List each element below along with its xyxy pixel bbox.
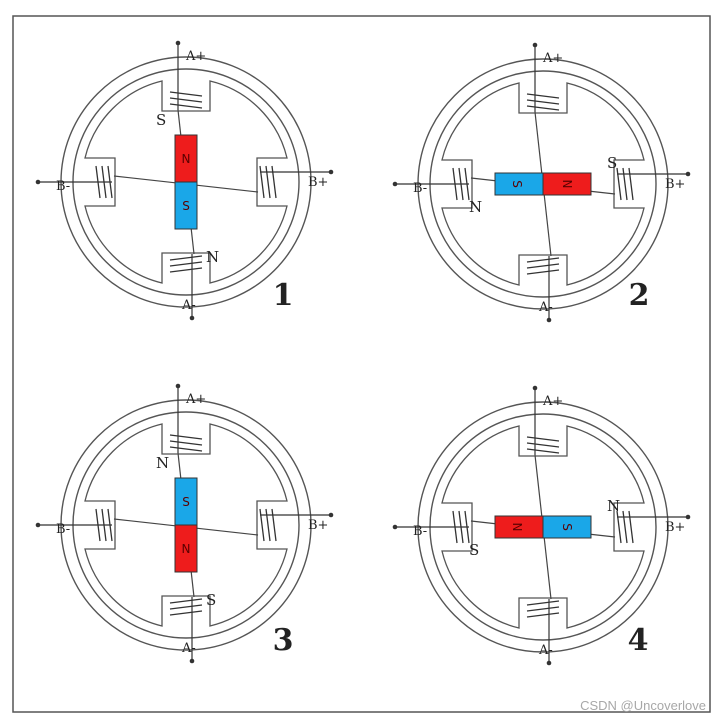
stator-pole-label-left: S (469, 541, 479, 559)
pin-label-b-plus: B+ (308, 518, 328, 533)
motor-diagram-3: A+ A- B- B+ S N N S 3 (34, 383, 334, 664)
magnet-pole-bottom (174, 524, 198, 573)
stator-pole-label-top: S (156, 111, 166, 129)
magnet-pole-right (542, 515, 592, 539)
pin-label-b-plus: B+ (665, 177, 685, 192)
magnet-label-left: N (510, 523, 524, 532)
magnet-pole-right (542, 172, 592, 196)
pin-label-b-minus: B- (413, 181, 427, 196)
stator-pole-label-right: S (607, 154, 617, 172)
motor-diagram-2: A+ A- B- B+ S N N S 2 (392, 41, 691, 323)
pin-label-a-plus: A+ (542, 394, 563, 409)
pin-label-b-minus: B- (56, 522, 70, 537)
pin-label-a-plus: A+ (185, 49, 206, 64)
figure-border (12, 15, 711, 713)
motor-diagram-1: A+ A- B- B+ N S S N 1 (34, 39, 334, 321)
watermark: CSDN @Uncoverlove (580, 698, 706, 713)
magnet-label-left: S (510, 180, 524, 188)
step-number: 3 (273, 623, 294, 658)
pin-label-a-plus: A+ (542, 51, 563, 66)
pin-label-b-plus: B+ (308, 175, 328, 190)
magnet-label-right: N (560, 180, 574, 189)
magnet-label-right: S (560, 523, 574, 531)
step-number: 1 (273, 278, 294, 313)
pin-label-a-minus: A- (181, 641, 196, 656)
magnet-label-bottom: N (182, 542, 191, 556)
pin-label-a-plus: A+ (185, 392, 206, 407)
pin-label-a-minus: A- (181, 298, 196, 313)
stator-pole-label-bottom: N (206, 248, 219, 266)
pin-label-a-minus: A- (538, 300, 553, 315)
step-number: 4 (628, 623, 649, 658)
pin-label-b-minus: B- (413, 524, 427, 539)
pin-label-b-minus: B- (56, 179, 70, 194)
magnet-pole-bottom (174, 181, 198, 230)
pin-label-a-minus: A- (538, 643, 553, 658)
motor-diagram-4: A+ A- B- B+ N S S N 4 (392, 385, 691, 666)
stator-pole-label-top: N (156, 454, 169, 472)
step-number: 2 (629, 278, 650, 313)
stator-pole-label-bottom: S (206, 591, 216, 609)
magnet-label-top: S (182, 495, 190, 509)
magnet-label-top: N (182, 152, 191, 166)
magnet-label-bottom: S (182, 199, 190, 213)
pin-label-b-plus: B+ (665, 520, 685, 535)
stator-pole-label-right: N (607, 497, 620, 515)
stator-pole-label-left: N (469, 198, 482, 216)
